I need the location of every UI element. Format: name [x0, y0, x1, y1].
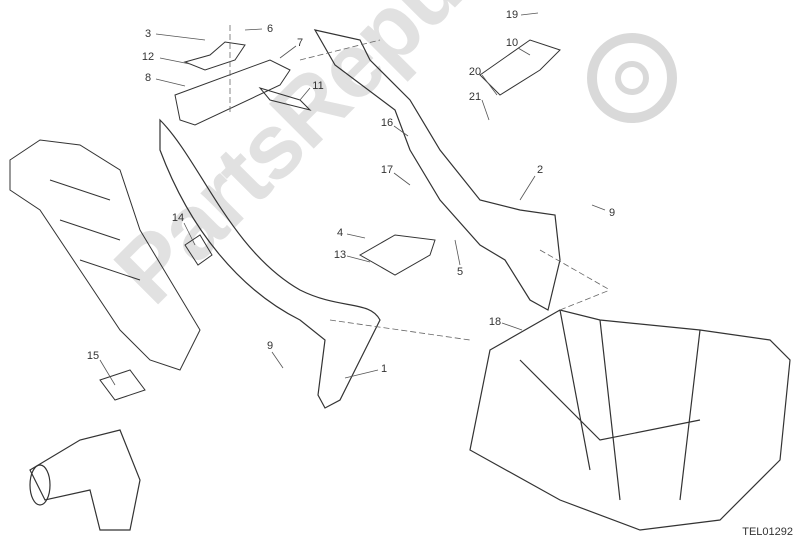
callout-5[interactable]: 5: [456, 266, 464, 278]
callout-11[interactable]: 11: [312, 80, 324, 92]
callout-16[interactable]: 16: [380, 117, 394, 129]
callout-8[interactable]: 8: [144, 72, 152, 84]
callout-3[interactable]: 3: [144, 28, 152, 40]
callout-17[interactable]: 17: [380, 164, 394, 176]
air-intake: [29, 429, 141, 531]
drawing-code: TEL01292: [742, 526, 793, 538]
brackets: [99, 39, 561, 401]
callout-4[interactable]: 4: [336, 227, 344, 239]
callout-12[interactable]: 12: [141, 51, 155, 63]
callout-14[interactable]: 14: [171, 212, 185, 224]
callout-20[interactable]: 20: [468, 66, 482, 78]
callout-15[interactable]: 15: [86, 350, 100, 362]
main-frame: [469, 309, 791, 531]
callout-2[interactable]: 2: [536, 164, 544, 176]
callout-19[interactable]: 19: [505, 9, 519, 21]
callout-13[interactable]: 13: [333, 249, 347, 261]
callout-10[interactable]: 10: [505, 37, 519, 49]
callout-9-lower[interactable]: 9: [266, 340, 274, 352]
callout-6[interactable]: 6: [266, 23, 274, 35]
callout-7[interactable]: 7: [296, 37, 304, 49]
callout-9[interactable]: 9: [608, 207, 616, 219]
leader-lines: [99, 12, 606, 386]
watermark-gear-icon: [587, 33, 677, 123]
callout-21[interactable]: 21: [468, 91, 482, 103]
undertray: [9, 139, 201, 371]
callout-18[interactable]: 18: [488, 316, 502, 328]
rear-subframe-left: [159, 29, 561, 409]
callout-1[interactable]: 1: [380, 363, 388, 375]
assembly-dashed-lines: [229, 25, 611, 341]
